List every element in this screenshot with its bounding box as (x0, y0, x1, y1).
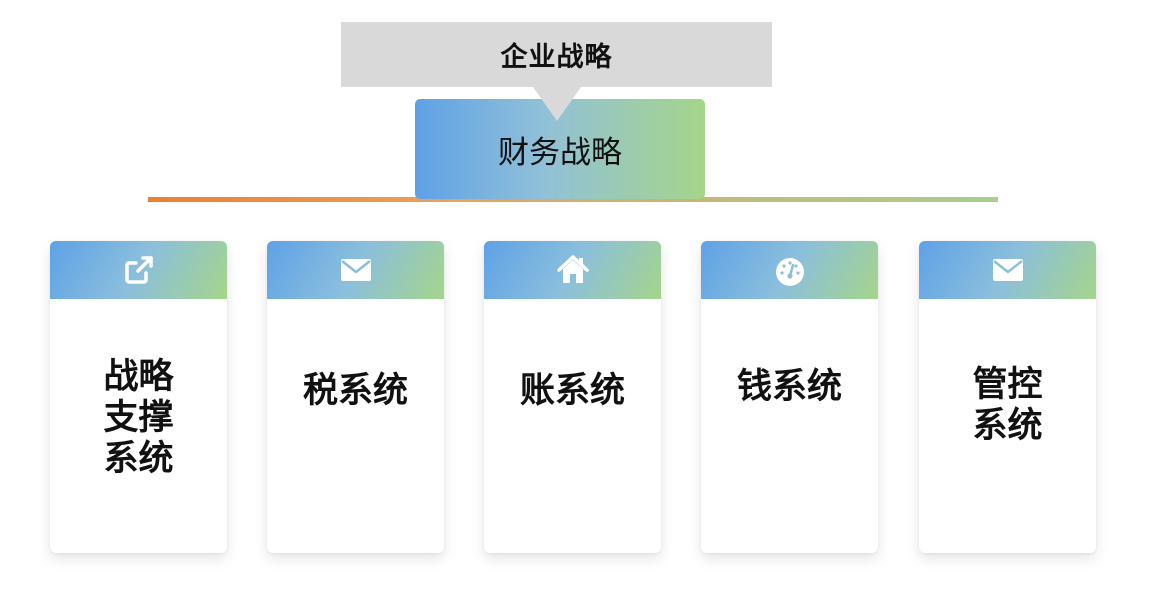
card-label: 管控 系统 (972, 365, 1043, 446)
card-label: 账系统 (519, 371, 625, 411)
external-link-icon (124, 256, 153, 284)
card-header (701, 241, 878, 299)
enterprise-strategy-box: 企业战略 (341, 22, 772, 87)
envelope-icon (340, 259, 371, 281)
financial-strategy-label: 财务战略 (498, 134, 622, 171)
card-header (50, 241, 227, 299)
home-icon (556, 255, 589, 283)
card-label: 钱系统 (736, 367, 842, 407)
card-strategy-support-system: 战略 支撑 系统 (50, 241, 227, 553)
card-money-system: 钱系统 (701, 241, 878, 553)
speedometer-icon (775, 258, 804, 286)
divider-line (148, 197, 998, 202)
card-control-system: 管控 系统 (919, 241, 1096, 553)
down-pointer-arrow (533, 87, 581, 121)
card-tax-system: 税系统 (267, 241, 444, 553)
card-label: 税系统 (302, 371, 408, 411)
card-label: 战略 支撑 系统 (103, 357, 174, 479)
card-accounting-system: 账系统 (484, 241, 661, 553)
card-header (267, 241, 444, 299)
card-header (919, 241, 1096, 299)
envelope-icon (992, 259, 1023, 281)
enterprise-strategy-label: 企业战略 (500, 42, 613, 73)
card-header (484, 241, 661, 299)
